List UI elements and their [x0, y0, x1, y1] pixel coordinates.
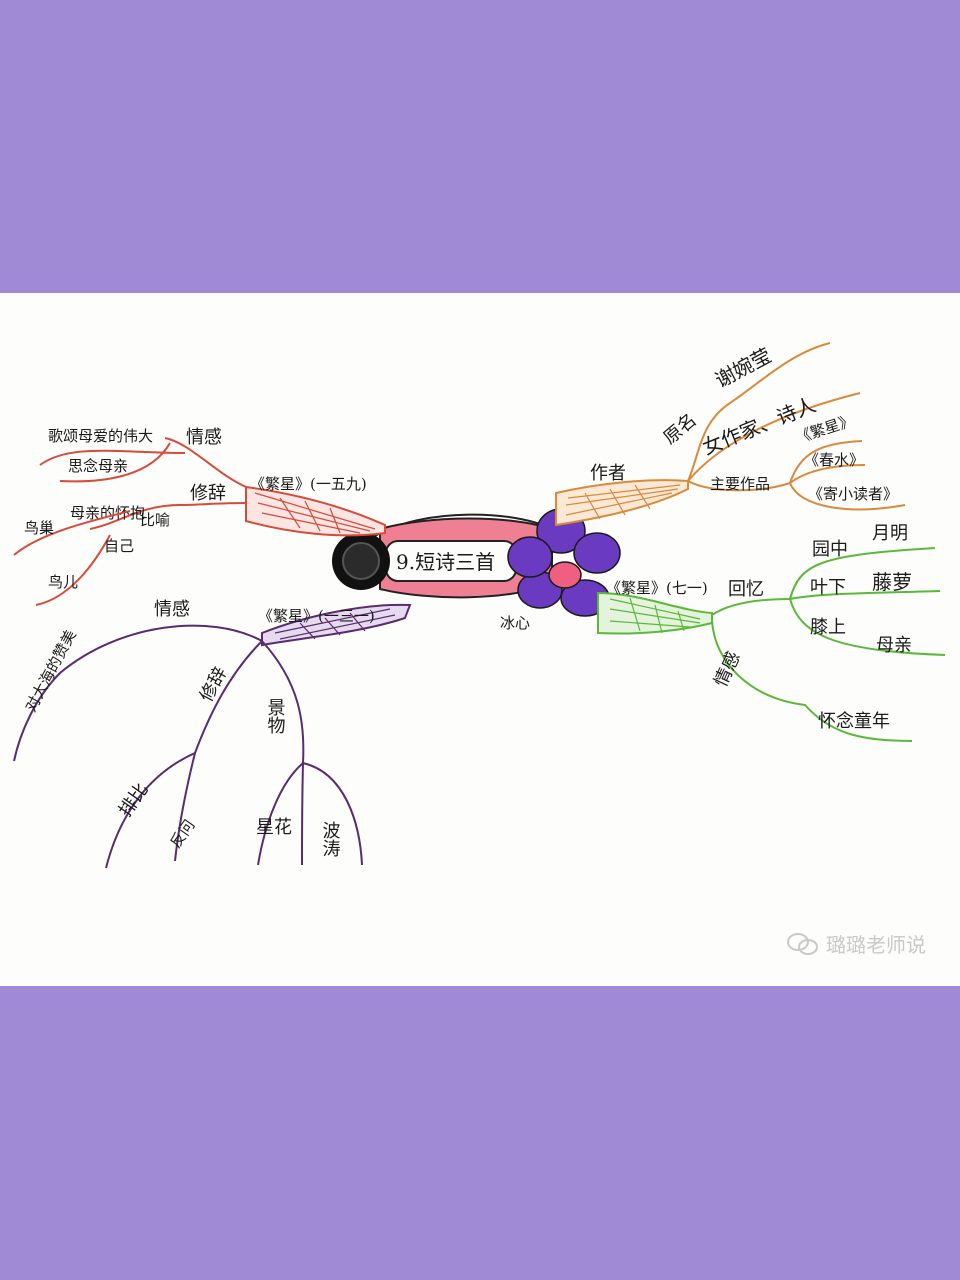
right-bottom-memory-label: 回忆	[728, 579, 764, 600]
left-top-emotion-item-2: 思念母亲	[68, 457, 128, 475]
left-top-rhetoric-label: 修辞	[190, 483, 226, 504]
branch-left-bottom: 《繁星》(一三一) 情感 对大海的赞美 修辞 排比 反问 景物 星花 波涛	[13, 599, 412, 869]
left-bottom-question: 反问	[167, 816, 199, 851]
left-top-emotion-label: 情感	[186, 427, 222, 448]
left-top-branch-label: 《繁星》(一五九)	[250, 475, 367, 493]
left-bottom-scenery-1: 景物	[265, 698, 286, 734]
watermark-text: 璐璐老师说	[826, 933, 926, 957]
right-top-original-name: 原名	[660, 410, 701, 449]
right-bottom-memory-item-2b: 藤萝	[872, 570, 912, 594]
left-top-vehicle-2: 鸟儿	[48, 573, 78, 591]
right-bottom-branch-label: 《繁星》(七一)	[606, 579, 708, 597]
left-bottom-parallel: 排比	[115, 779, 153, 821]
branch-right-top: 作者 原名 谢婉莹 女作家、诗人 主要作品 《繁星》 《春水》 《寄小读者》	[555, 342, 906, 527]
right-top-branch-label: 作者	[590, 463, 626, 484]
right-bottom-memory-item-3b: 母亲	[876, 635, 912, 656]
left-bottom-emotion-label: 情感	[154, 599, 190, 620]
right-bottom-memory-item-1: 园中	[812, 539, 848, 560]
left-bottom-waves: 波涛	[320, 821, 341, 857]
left-bottom-rhetoric-label: 修辞	[196, 664, 231, 706]
left-top-metaphor-label: 比喻	[140, 511, 170, 529]
right-bottom-emotion-label: 情感	[710, 649, 744, 691]
right-bottom-memory-item-2: 叶下	[810, 577, 846, 598]
right-top-works-label: 主要作品	[710, 475, 770, 493]
left-top-metaphor-detail: 母亲的怀抱	[70, 504, 145, 522]
left-top-vehicle-1: 鸟巢	[24, 519, 54, 537]
branch-right-bottom: 《繁星》(七一) 回忆 园中 月明 叶下 藤萝 膝上 母亲 情感 怀念童年	[597, 523, 946, 742]
left-bottom-branch-label: 《繁星》(一三一)	[258, 607, 375, 625]
left-top-emotion-item-1: 歌颂母爱的伟大	[48, 427, 153, 445]
wechat-icon	[787, 932, 818, 955]
left-bottom-emotion-item: 对大海的赞美	[22, 627, 80, 715]
right-top-work-3: 《寄小读者》	[808, 485, 898, 503]
connector-label: 冰心	[500, 614, 530, 632]
right-bottom-memory-item-3: 膝上	[810, 617, 846, 638]
mind-map-paper: 9.短诗三首 冰心 《繁星》(一五九) 情感	[0, 293, 960, 986]
branch-left-top: 《繁星》(一五九) 情感 歌颂母爱的伟大 思念母亲 修辞 比喻 母亲的怀抱 鸟巢…	[13, 427, 386, 606]
center-node: 9.短诗三首 冰心	[332, 508, 621, 632]
black-circle-icon	[332, 532, 390, 590]
left-bottom-flower: 星花	[256, 817, 292, 838]
center-title: 9.短诗三首	[396, 550, 495, 574]
mind-map: 9.短诗三首 冰心 《繁星》(一五九) 情感	[13, 342, 946, 869]
watermark: 璐璐老师说	[786, 929, 926, 958]
right-top-identity: 女作家、诗人	[699, 392, 819, 459]
right-top-work-2: 《春水》	[804, 451, 864, 469]
left-top-tenor: 自己	[104, 537, 134, 555]
right-bottom-emotion-item: 怀念童年	[818, 710, 890, 732]
right-top-original-name-value: 谢婉莹	[711, 343, 775, 392]
right-bottom-memory-item-1b: 月明	[872, 523, 908, 544]
